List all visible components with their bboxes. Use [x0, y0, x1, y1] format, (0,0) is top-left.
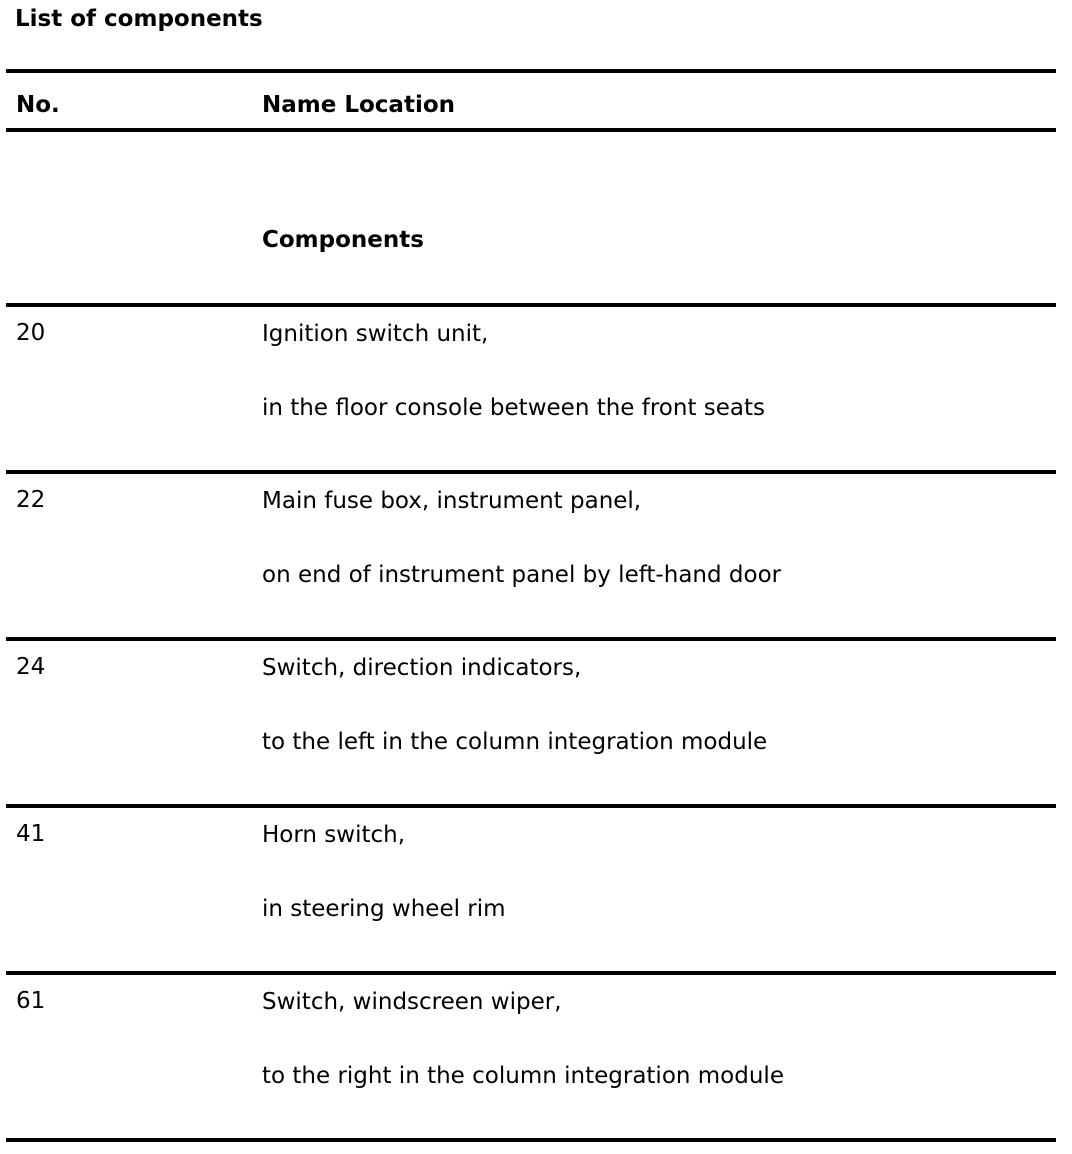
divider: [6, 804, 1056, 808]
component-name: Ignition switch unit,: [262, 321, 489, 347]
divider: [6, 470, 1056, 474]
component-name: Switch, windscreen wiper,: [262, 989, 562, 1015]
component-location: in steering wheel rim: [262, 896, 506, 922]
table-header-row: No. Name Location: [0, 91, 1072, 119]
header-no: No.: [16, 92, 60, 118]
header-name-location: Name Location: [262, 92, 456, 118]
component-location: to the right in the column integration m…: [262, 1063, 784, 1089]
component-location: on end of instrument panel by left-hand …: [262, 562, 782, 588]
component-name: Switch, direction indicators,: [262, 655, 582, 681]
component-name: Main fuse box, instrument panel,: [262, 488, 642, 514]
table-row: 22 Main fuse box, instrument panel, on e…: [0, 474, 1072, 637]
component-number: 20: [16, 320, 46, 346]
page-title: List of components: [15, 6, 263, 32]
component-number: 61: [16, 988, 46, 1014]
table-row: 41 Horn switch, in steering wheel rim: [0, 808, 1072, 971]
component-number: 24: [16, 654, 46, 680]
divider: [6, 1138, 1056, 1142]
component-number: 41: [16, 821, 46, 847]
divider: [6, 303, 1056, 307]
component-number: 22: [16, 487, 46, 513]
divider: [6, 69, 1056, 73]
divider: [6, 128, 1056, 132]
divider: [6, 637, 1056, 641]
section-label-components: Components: [262, 227, 424, 253]
table-row: 24 Switch, direction indicators, to the …: [0, 641, 1072, 804]
component-name: Horn switch,: [262, 822, 406, 848]
component-location: to the left in the column integration mo…: [262, 729, 768, 755]
component-location: in the floor console between the front s…: [262, 395, 766, 421]
table-row: 61 Switch, windscreen wiper, to the righ…: [0, 975, 1072, 1138]
table-row: 20 Ignition switch unit, in the floor co…: [0, 307, 1072, 470]
divider: [6, 971, 1056, 975]
